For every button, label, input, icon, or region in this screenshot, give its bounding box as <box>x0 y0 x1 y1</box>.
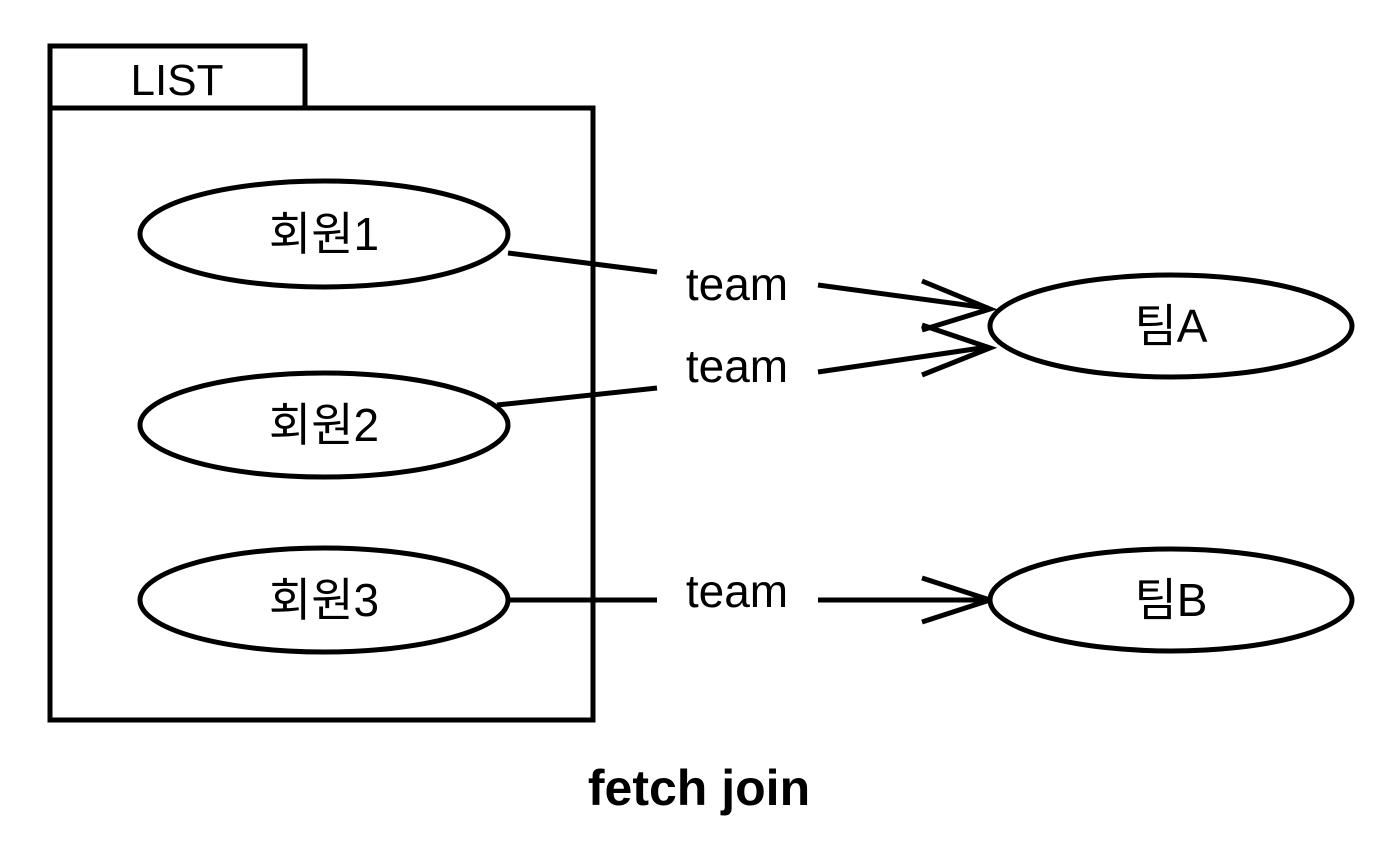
edge-2-arrowhead-icon <box>921 322 998 378</box>
edge-member3-team-b: team <box>508 565 999 625</box>
edge-1-head-segment <box>817 282 989 311</box>
team-b-label: 팀B <box>1134 574 1207 626</box>
team-node-a: 팀A <box>987 272 1355 380</box>
member-2-ellipse <box>137 370 511 480</box>
edge-member1-team-a: team <box>507 250 998 333</box>
edge-1-label: team <box>686 258 788 310</box>
member-node-3: 회원3 <box>137 545 511 655</box>
team-b-ellipse <box>987 546 1355 654</box>
edge-1-arrowhead-icon <box>921 278 998 333</box>
edge-2-label: team <box>686 340 788 392</box>
member-3-label: 회원3 <box>269 574 379 626</box>
edge-member2-team-a: team <box>496 322 998 408</box>
member-node-1: 회원1 <box>137 178 511 290</box>
team-a-ellipse <box>987 272 1355 380</box>
edge-3-label: team <box>686 565 788 617</box>
team-node-b: 팀B <box>987 546 1355 654</box>
edge-1-tail-segment <box>507 250 658 275</box>
member-node-2: 회원2 <box>137 370 511 480</box>
member-1-label: 회원1 <box>269 208 379 260</box>
edge-2-tail-segment <box>496 385 658 408</box>
edge-2-head-segment <box>817 344 989 375</box>
team-a-label: 팀A <box>1134 300 1207 352</box>
member-1-ellipse <box>137 178 511 290</box>
member-2-label: 회원2 <box>269 399 379 451</box>
list-package-label: LIST <box>131 56 224 105</box>
diagram-caption: fetch join <box>588 760 810 816</box>
